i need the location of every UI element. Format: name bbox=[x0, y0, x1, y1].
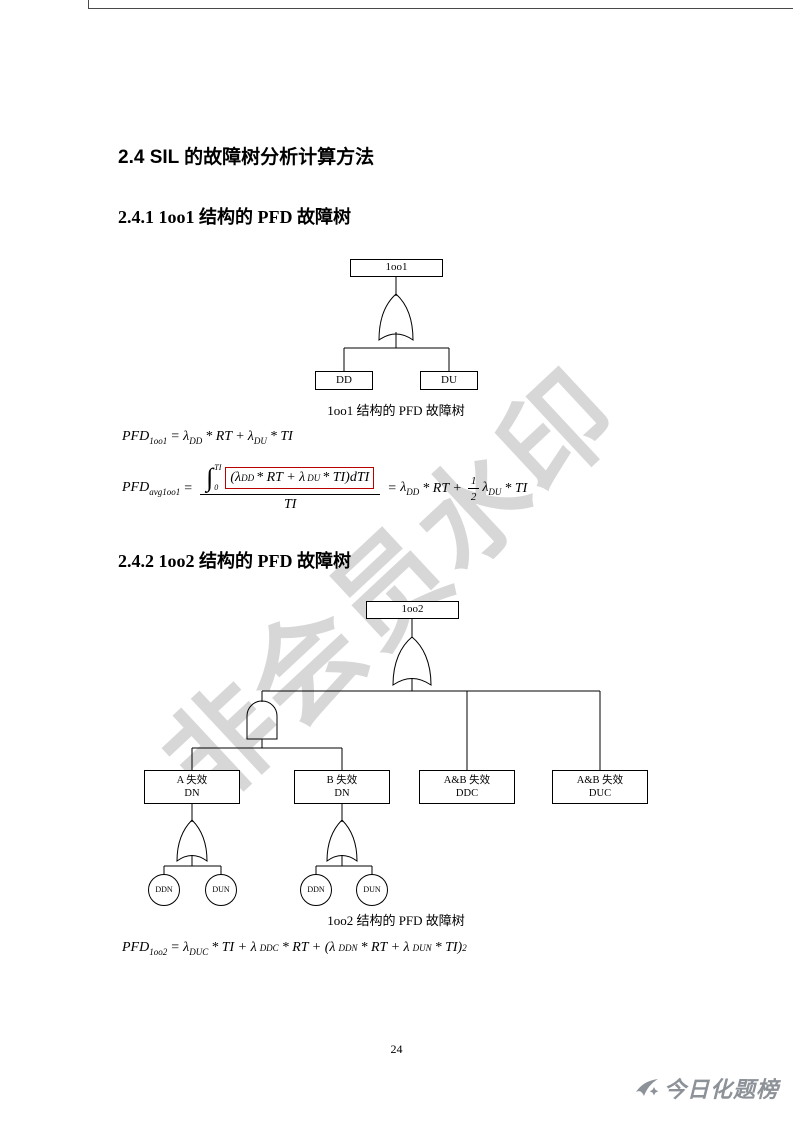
tree2-leaf-b-ddn: DDN bbox=[300, 874, 332, 906]
tree2-leaf-a-dun: DUN bbox=[205, 874, 237, 906]
page-border-top bbox=[88, 8, 793, 9]
node-label: A 失效 bbox=[176, 774, 208, 786]
section-heading-2-4-2: 2.4.2 1oo2 结构的 PFD 故障树 bbox=[118, 551, 351, 571]
math-term: λDD bbox=[183, 429, 203, 446]
tree2-node-a: A 失效 DN bbox=[144, 770, 240, 804]
page-border-left-stub bbox=[88, 0, 89, 9]
math-superscript: 2 bbox=[462, 943, 467, 954]
tree2-node-ddc: A&B 失效 DDC bbox=[419, 770, 515, 804]
tree2-node-duc: A&B 失效 DUC bbox=[552, 770, 648, 804]
node-label: DN bbox=[184, 788, 200, 799]
math-term: * RT + bbox=[422, 480, 462, 496]
math-term: PFD1oo1 bbox=[122, 429, 168, 446]
math-term: λDU bbox=[247, 429, 267, 446]
tree2-connectors bbox=[163, 619, 601, 875]
node-label: A&B 失效 bbox=[443, 774, 491, 786]
fraction-numerator: 1 bbox=[467, 475, 480, 489]
integral-limits: TI 0 bbox=[214, 464, 221, 492]
integral-upper-limit: TI bbox=[214, 463, 222, 472]
math-term: * TI bbox=[504, 480, 528, 496]
integral-lower-limit: 0 bbox=[214, 483, 219, 492]
and-gate-icon bbox=[246, 700, 278, 740]
tree1-root-node: 1oo1 bbox=[350, 259, 443, 277]
math-term: * RT + (λ bbox=[281, 940, 336, 956]
math-term: PFDavg1oo1 bbox=[122, 480, 181, 497]
tree2-node-b: B 失效 DN bbox=[294, 770, 390, 804]
logo-wing-icon bbox=[635, 1079, 659, 1096]
tree1-connectors bbox=[343, 277, 450, 371]
math-term: * RT + λ bbox=[360, 940, 410, 956]
node-label: A&B 失效 bbox=[576, 774, 624, 786]
math-term: * TI + λ bbox=[211, 940, 257, 956]
section-heading-2-4-1: 2.4.1 1oo1 结构的 PFD 故障树 bbox=[118, 207, 351, 227]
tree2-caption: 1oo2 结构的 PFD 故障树 bbox=[327, 913, 465, 928]
tree1-caption: 1oo1 结构的 PFD 故障树 bbox=[327, 403, 465, 418]
math-term: * RT + bbox=[205, 429, 245, 445]
node-label: DN bbox=[334, 788, 350, 799]
footer-logo: 今日化题榜 bbox=[634, 1072, 779, 1104]
node-label: DDC bbox=[455, 788, 479, 799]
tree2-root-node: 1oo2 bbox=[366, 601, 459, 619]
section-heading-2-4: 2.4 SIL 的故障树分析计算方法 bbox=[118, 147, 375, 168]
math-subscript: DUN bbox=[412, 943, 432, 954]
equals-sign: = bbox=[184, 480, 193, 496]
math-term: PFD1oo2 bbox=[122, 940, 168, 957]
integral-sign: ∫ bbox=[206, 463, 214, 492]
math-term: λDU bbox=[482, 480, 502, 497]
math-term: * TI) bbox=[434, 940, 463, 956]
tree1-du-node: DU bbox=[420, 371, 478, 390]
math-subscript: DDC bbox=[259, 943, 279, 954]
tree2-leaf-a-ddn: DDN bbox=[148, 874, 180, 906]
or-gate-icon bbox=[326, 819, 358, 862]
equals-sign: = bbox=[171, 429, 180, 445]
math-subscript: DDN bbox=[338, 943, 358, 954]
tree1-dd-node: DD bbox=[315, 371, 373, 390]
page-number: 24 bbox=[390, 1042, 403, 1056]
math-term: * TI bbox=[269, 429, 293, 445]
node-label: B 失效 bbox=[326, 774, 358, 786]
equals-sign: = bbox=[171, 940, 180, 956]
logo-text: 今日化题榜 bbox=[663, 1078, 779, 1103]
or-gate-icon bbox=[176, 819, 208, 862]
fraction-denominator: TI bbox=[283, 497, 297, 512]
tree2-leaf-b-dun: DUN bbox=[356, 874, 388, 906]
fraction: 1 2 bbox=[467, 475, 480, 503]
math-term: λDD bbox=[400, 480, 420, 497]
math-term: λDUC bbox=[183, 940, 209, 957]
node-label: DUC bbox=[588, 788, 612, 799]
equals-sign: = bbox=[388, 480, 397, 496]
fraction-denominator: 2 bbox=[470, 490, 477, 503]
or-gate-icon bbox=[392, 636, 432, 686]
formula-pfd-1oo1: PFD1oo1 = λDD * RT + λDU * TI bbox=[122, 429, 296, 446]
